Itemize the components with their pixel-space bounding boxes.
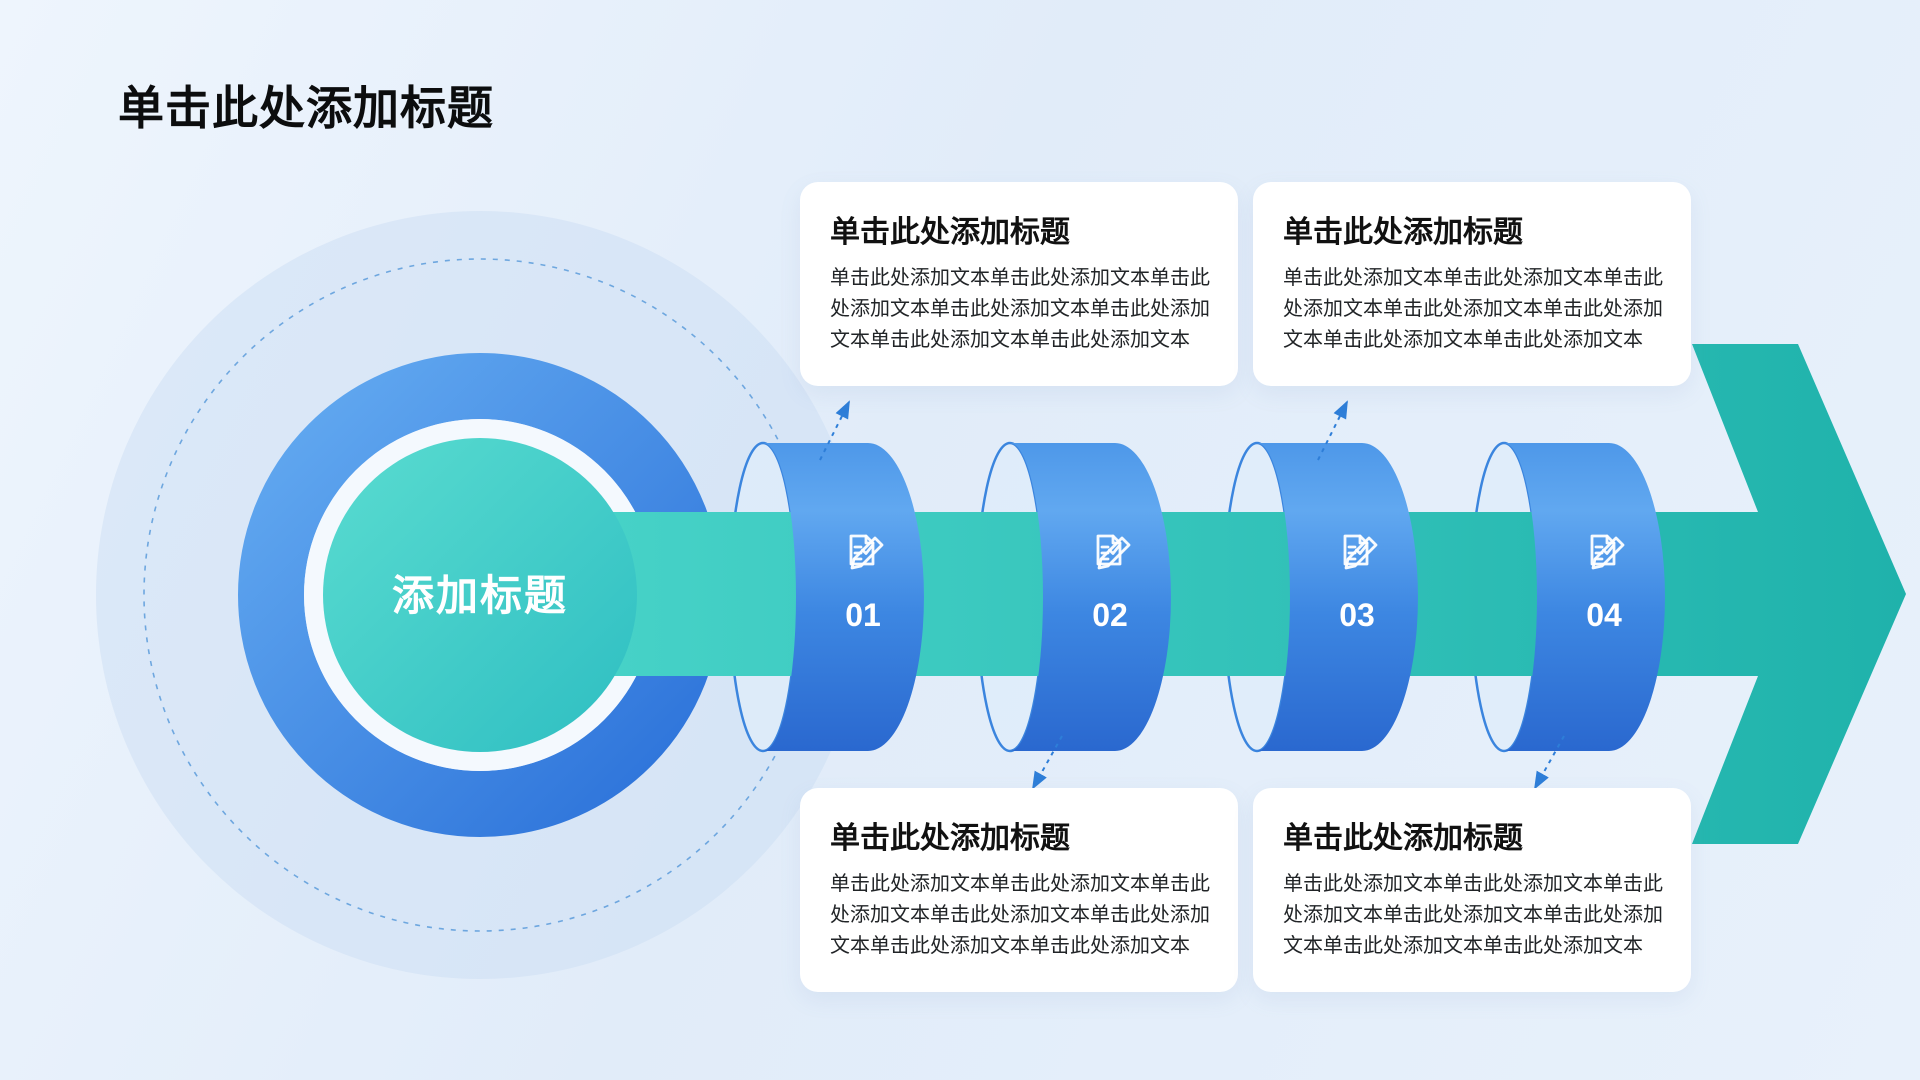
step-card-01[interactable]: 单击此处添加标题 单击此处添加文本单击此处添加文本单击此处添加文本单击此处添加文…	[800, 182, 1238, 386]
step-card-03[interactable]: 单击此处添加标题 单击此处添加文本单击此处添加文本单击此处添加文本单击此处添加文…	[1253, 182, 1691, 386]
ring-front-band	[1010, 443, 1171, 751]
page-title[interactable]: 单击此处添加标题	[118, 82, 494, 134]
ring-front-band	[1257, 443, 1418, 751]
connector-arrow-step3	[1317, 400, 1348, 461]
bullseye-center-circle[interactable]	[323, 438, 637, 752]
step-ring-01[interactable]: 01	[763, 443, 924, 751]
step-number: 03	[1339, 597, 1375, 633]
step-ring-04[interactable]: 04	[1504, 443, 1665, 751]
step-number: 04	[1586, 597, 1622, 633]
step-number: 02	[1092, 597, 1128, 633]
connector-arrow-step2	[1032, 735, 1063, 790]
connector-arrow-step1	[819, 400, 850, 461]
card-title: 单击此处添加标题	[1283, 822, 1523, 855]
ring-front-band	[763, 443, 924, 751]
card-body: 单击此处添加文本单击此处添加文本单击此处添加文本单击此处添加文本单击此处添加文本…	[1283, 873, 1663, 957]
connector-arrow-step4	[1534, 735, 1565, 790]
dashed-connectors	[819, 400, 1565, 790]
step-ring-03[interactable]: 03	[1257, 443, 1418, 751]
main-arrow	[480, 344, 1906, 844]
step-card-04[interactable]: 单击此处添加标题 单击此处添加文本单击此处添加文本单击此处添加文本单击此处添加文…	[1253, 788, 1691, 992]
step-ring-02[interactable]: 02	[1010, 443, 1171, 751]
card-title: 单击此处添加标题	[830, 216, 1070, 249]
card-body: 单击此处添加文本单击此处添加文本单击此处添加文本单击此处添加文本单击此处添加文本…	[830, 873, 1210, 957]
target-label[interactable]: 添加标题	[392, 572, 568, 619]
card-title: 单击此处添加标题	[1283, 216, 1523, 249]
card-title: 单击此处添加标题	[830, 822, 1070, 855]
card-body: 单击此处添加文本单击此处添加文本单击此处添加文本单击此处添加文本单击此处添加文本…	[1283, 267, 1663, 351]
card-body: 单击此处添加文本单击此处添加文本单击此处添加文本单击此处添加文本单击此处添加文本…	[830, 267, 1210, 351]
ring-front-band	[1504, 443, 1665, 751]
step-number: 01	[845, 597, 881, 633]
step-card-02[interactable]: 单击此处添加标题 单击此处添加文本单击此处添加文本单击此处添加文本单击此处添加文…	[800, 788, 1238, 992]
